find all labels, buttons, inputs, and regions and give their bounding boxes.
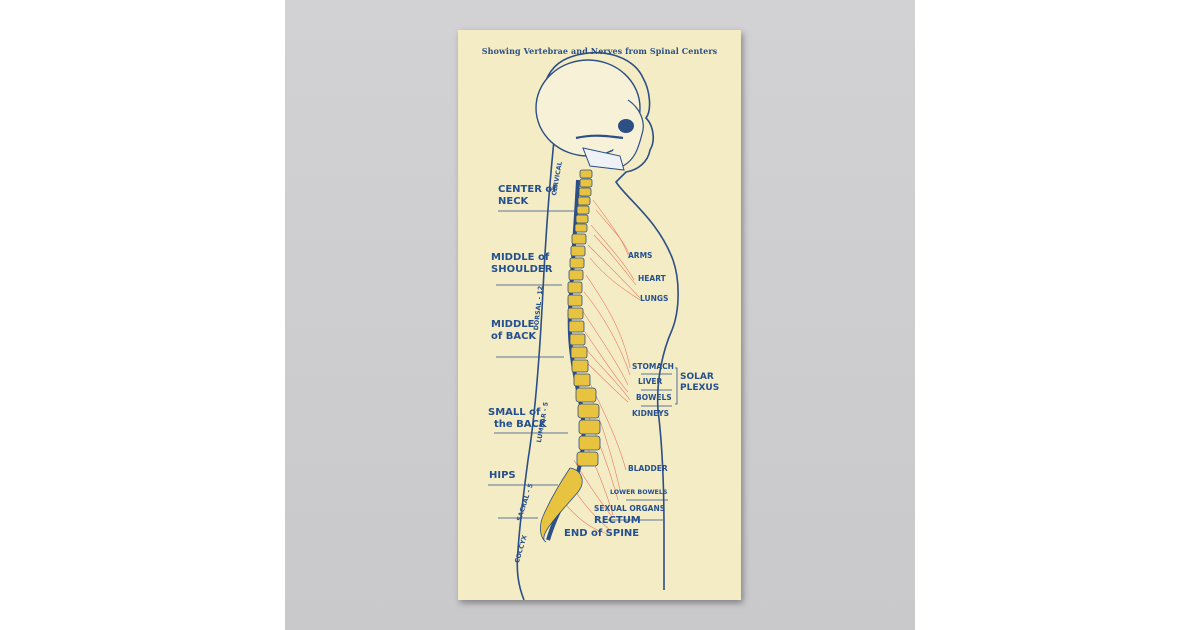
zygomatic-arch xyxy=(575,134,624,140)
label-arms: ARMS xyxy=(628,251,653,260)
eye-socket xyxy=(618,119,634,133)
label-lower-bowels: LOWER BOWELS xyxy=(610,489,668,496)
label-leaders xyxy=(488,210,678,521)
body-outline xyxy=(542,51,679,590)
label-lungs: LUNGS xyxy=(640,294,669,303)
label-bladder: BLADDER xyxy=(628,464,668,473)
poster: Showing Vertebrae and Nerves from Spinal… xyxy=(458,30,741,600)
vertebrae-column xyxy=(540,169,601,543)
label-bowels: BOWELS xyxy=(636,393,672,402)
back-outline xyxy=(516,139,555,600)
face xyxy=(607,99,644,169)
label-heart: HEART xyxy=(638,274,666,283)
jaw xyxy=(582,147,625,171)
anatomy-illustration xyxy=(488,51,679,600)
label-sexual-organs: SEXUAL ORGANS xyxy=(594,504,666,513)
label-kidneys: KIDNEYS xyxy=(632,409,670,418)
label-liver: LIVER xyxy=(638,377,663,386)
label-stomach: STOMACH xyxy=(632,362,674,371)
poster-title: Showing Vertebrae and Nerves from Spinal… xyxy=(481,46,718,56)
label-hips: HIPS xyxy=(489,470,516,481)
label-rectum: RECTUM xyxy=(594,515,641,526)
label-end-of-spine: END of SPINE xyxy=(564,528,640,539)
